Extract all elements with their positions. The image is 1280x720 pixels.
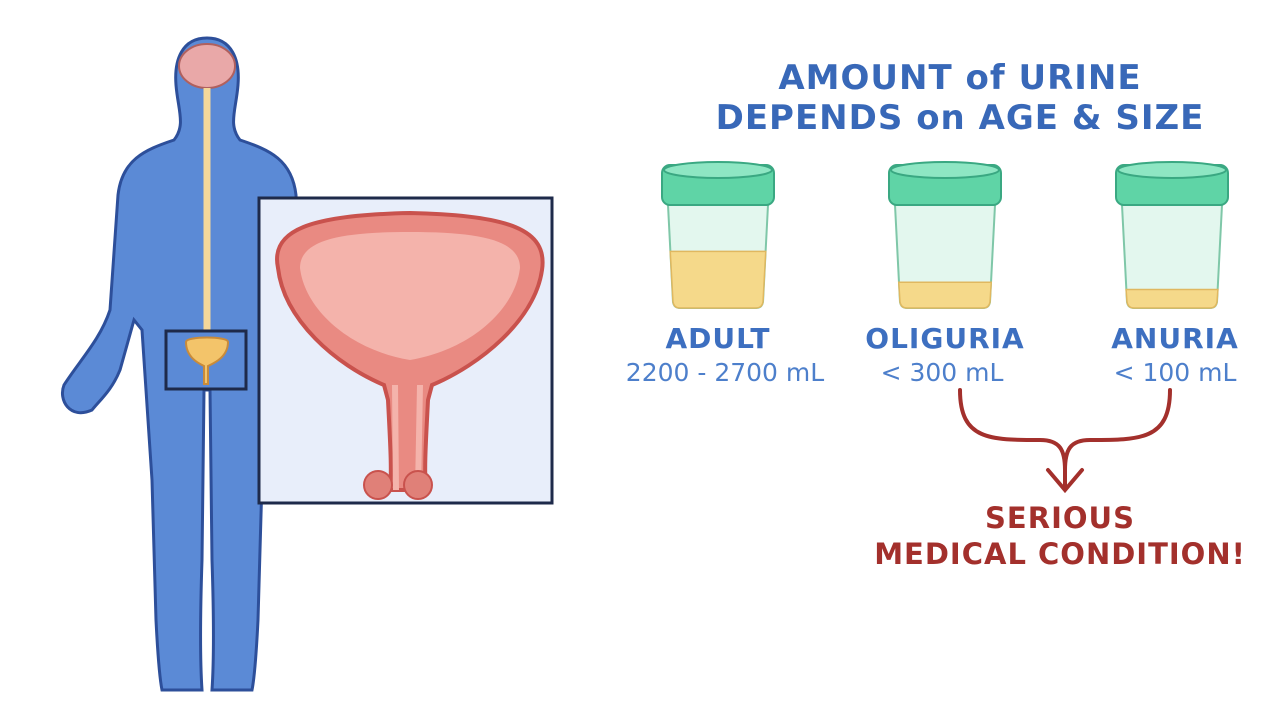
urine-container-adult <box>661 161 775 309</box>
bladder-small <box>184 336 230 385</box>
urine-fill <box>669 250 767 309</box>
title-line-2: DEPENDS on AGE & SIZE <box>715 98 1205 138</box>
label-adult: ADULT <box>665 322 771 355</box>
bladder-inset <box>257 196 554 505</box>
merge-arrow <box>958 388 1172 494</box>
urine-container-oliguria <box>888 161 1002 309</box>
urine-containers <box>661 161 1229 309</box>
amount-oliguria: < 300 mL <box>880 358 1004 387</box>
serious-condition-text: SERIOUS MEDICAL CONDITION! <box>860 500 1260 572</box>
amount-anuria: < 100 mL <box>1113 358 1237 387</box>
container-lid-top <box>1117 161 1227 179</box>
container-lid-top <box>663 161 773 179</box>
urine-fill <box>1125 288 1219 309</box>
title-line-1: AMOUNT of URINE <box>778 58 1142 98</box>
human-body-figure <box>61 36 320 692</box>
conclusion-line-2: MEDICAL CONDITION! <box>874 537 1246 571</box>
page-title: AMOUNT of URINE DEPENDS on AGE & SIZE <box>640 58 1280 138</box>
amount-adult: 2200 - 2700 mL <box>625 358 825 387</box>
urine-container-anuria <box>1115 161 1229 309</box>
container-lid-top <box>890 161 1000 179</box>
label-anuria: ANURIA <box>1111 322 1239 355</box>
urine-fill <box>897 281 993 309</box>
brain-icon <box>178 43 236 89</box>
label-oliguria: OLIGURIA <box>865 322 1025 355</box>
pelvic-highlight-box <box>164 329 248 391</box>
conclusion-line-1: SERIOUS <box>985 501 1135 535</box>
